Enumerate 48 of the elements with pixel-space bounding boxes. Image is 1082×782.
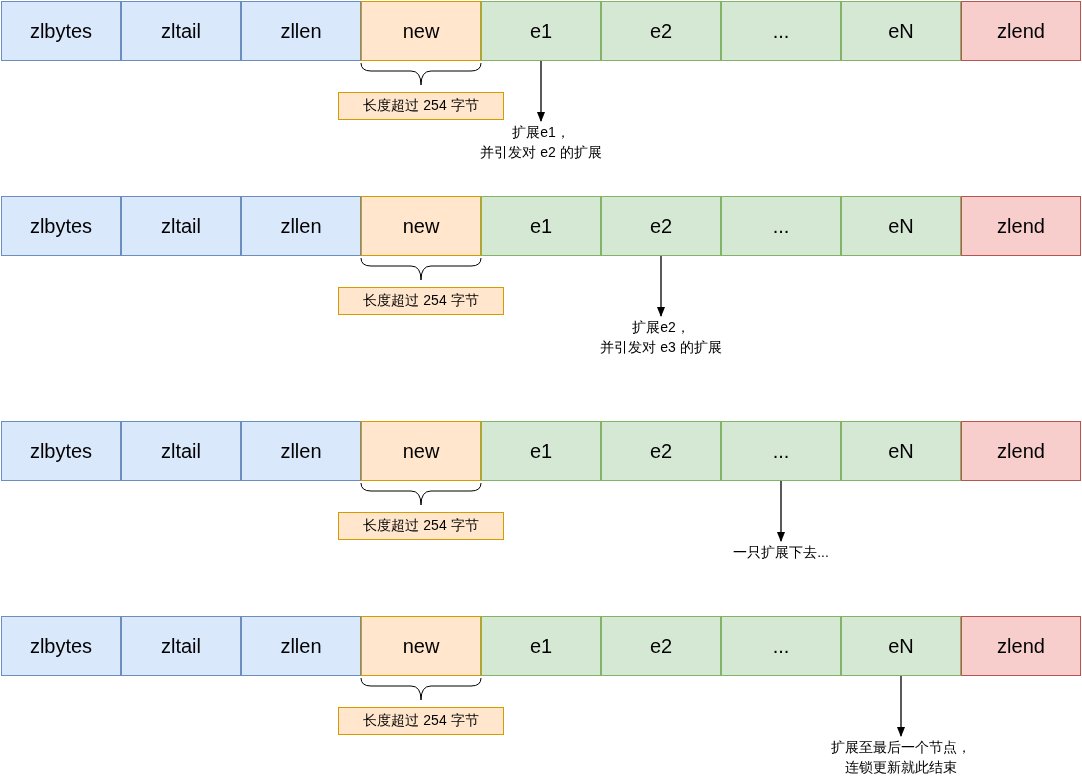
memory-cell: zlend [961, 1, 1081, 61]
memory-cell: zlbytes [1, 421, 121, 481]
note-box: 长度超过 254 字节 [338, 512, 504, 540]
memory-cell: e1 [481, 1, 601, 61]
memory-cell: new [361, 1, 481, 61]
note-box: 长度超过 254 字节 [338, 287, 504, 315]
memory-cell: zlbytes [1, 616, 121, 676]
memory-cell: new [361, 616, 481, 676]
memory-cell: e1 [481, 421, 601, 481]
memory-cell: eN [841, 1, 961, 61]
memory-cell: zltail [121, 421, 241, 481]
annotation-text: 一只扩展下去... [733, 542, 829, 562]
annotation-text: 扩展e1，并引发对 e2 的扩展 [480, 122, 602, 162]
memory-cell: ... [721, 196, 841, 256]
arrow [536, 60, 546, 123]
memory-cell: e2 [601, 1, 721, 61]
memory-cell: eN [841, 421, 961, 481]
memory-cell: ... [721, 421, 841, 481]
note-box: 长度超过 254 字节 [338, 92, 504, 120]
memory-cell: zltail [121, 196, 241, 256]
memory-cell: zlend [961, 616, 1081, 676]
memory-cell: eN [841, 616, 961, 676]
memory-cell: zlbytes [1, 1, 121, 61]
arrow [656, 255, 666, 318]
memory-cell: zllen [241, 1, 361, 61]
memory-cell: zllen [241, 616, 361, 676]
memory-cell: e2 [601, 196, 721, 256]
memory-cell: zltail [121, 616, 241, 676]
memory-cell: ... [721, 616, 841, 676]
arrow [776, 480, 786, 543]
memory-cell: zlbytes [1, 196, 121, 256]
memory-cell: zllen [241, 196, 361, 256]
memory-cell: new [361, 196, 481, 256]
memory-cell: ... [721, 1, 841, 61]
arrow [896, 675, 906, 738]
annotation-text: 扩展至最后一个节点，连锁更新就此结束 [831, 737, 971, 777]
memory-cell: zllen [241, 421, 361, 481]
memory-cell: e2 [601, 616, 721, 676]
memory-cell: zlend [961, 421, 1081, 481]
memory-cell: new [361, 421, 481, 481]
memory-cell: eN [841, 196, 961, 256]
memory-cell: e2 [601, 421, 721, 481]
memory-cell: e1 [481, 196, 601, 256]
note-box: 长度超过 254 字节 [338, 707, 504, 735]
annotation-text: 扩展e2，并引发对 e3 的扩展 [600, 317, 722, 357]
memory-cell: e1 [481, 616, 601, 676]
memory-cell: zltail [121, 1, 241, 61]
memory-cell: zlend [961, 196, 1081, 256]
